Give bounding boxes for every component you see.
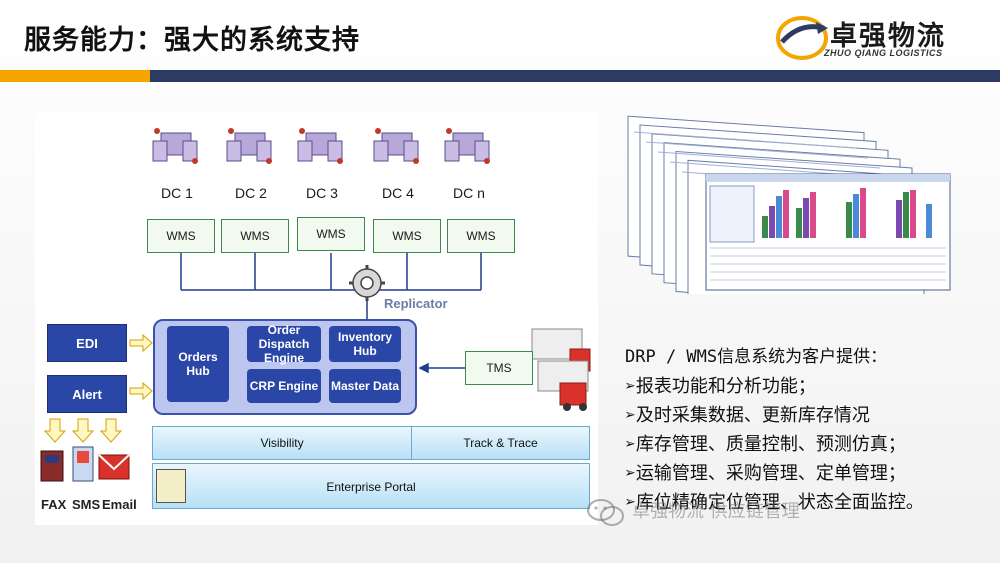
replicator-label: Replicator [384,296,448,311]
track-trace-label: Track & Trace [463,436,538,450]
wms-box: WMS [373,219,441,253]
wechat-icon [587,499,624,526]
diagram-connectors [40,128,591,482]
dc-label: DC 4 [382,185,414,201]
feature-item: ➢报表功能和分析功能； [625,376,816,397]
visibility-strip [152,426,412,460]
track-trace-strip [411,426,590,460]
tms-box: TMS [465,351,533,385]
dc-label: DC n [453,185,485,201]
wms-box: WMS [447,219,515,253]
feature-intro: DRP / WMS信息系统为客户提供： [625,347,888,367]
company-logo: 卓强物流 ZHUO QIANG LOGISTICS [776,14,976,62]
inventory-hub-box: Inventory Hub [329,326,401,362]
alert-box: Alert [47,375,127,413]
portal-icon [156,469,186,503]
crp-engine-box: CRP Engine [247,369,321,403]
visibility-label: Visibility [260,436,304,450]
edi-box: EDI [47,324,127,362]
master-data-box: Master Data [329,369,401,403]
header-band-navy [150,70,1000,82]
feature-item: ➢及时采集数据、更新库存情况 [625,405,870,426]
enterprise-portal-strip [152,463,590,509]
logo-swoosh-icon [776,16,828,60]
feature-item: ➢库位精确定位管理、状态全面监控。 [625,492,924,513]
watermark: 卓强物流 供应链管理 [586,493,996,533]
fax-label: FAX [41,497,67,512]
orders-hub-box: Orders Hub [167,326,229,402]
feature-item: ➢运输管理、采购管理、定单管理； [625,463,906,484]
order-dispatch-engine-box: Order Dispatch Engine [247,323,321,365]
screenshot-stack-graphic [627,115,951,318]
system-screenshots-stack [626,112,952,318]
sms-label: SMS [72,497,101,512]
dc-label: DC 2 [235,185,267,201]
enterprise-portal-label: Enterprise Portal [326,480,416,494]
dc-label: DC 1 [161,185,193,201]
wms-box: WMS [147,219,215,253]
logo-chinese-text: 卓强物流 [830,21,946,52]
logo-english-text: ZHUO QIANG LOGISTICS [824,48,943,58]
dc-label: DC 3 [306,185,338,201]
email-label: Email [102,497,137,512]
feature-item: ➢库存管理、质量控制、预测仿真； [625,434,906,455]
header-band-orange [0,70,150,82]
system-architecture-diagram: DC 1 DC 2 DC 3 DC 4 DC n WMS WMS WMS WMS… [35,113,598,525]
wms-box: WMS [297,217,365,251]
feature-list: DRP / WMS信息系统为客户提供： ➢报表功能和分析功能； ➢及时采集数据、… [625,343,995,517]
page-title: 服务能力：强大的系统支持 [24,25,360,56]
watermark-text: 卓强物流 供应链管理 [632,501,800,522]
wms-box: WMS [221,219,289,253]
